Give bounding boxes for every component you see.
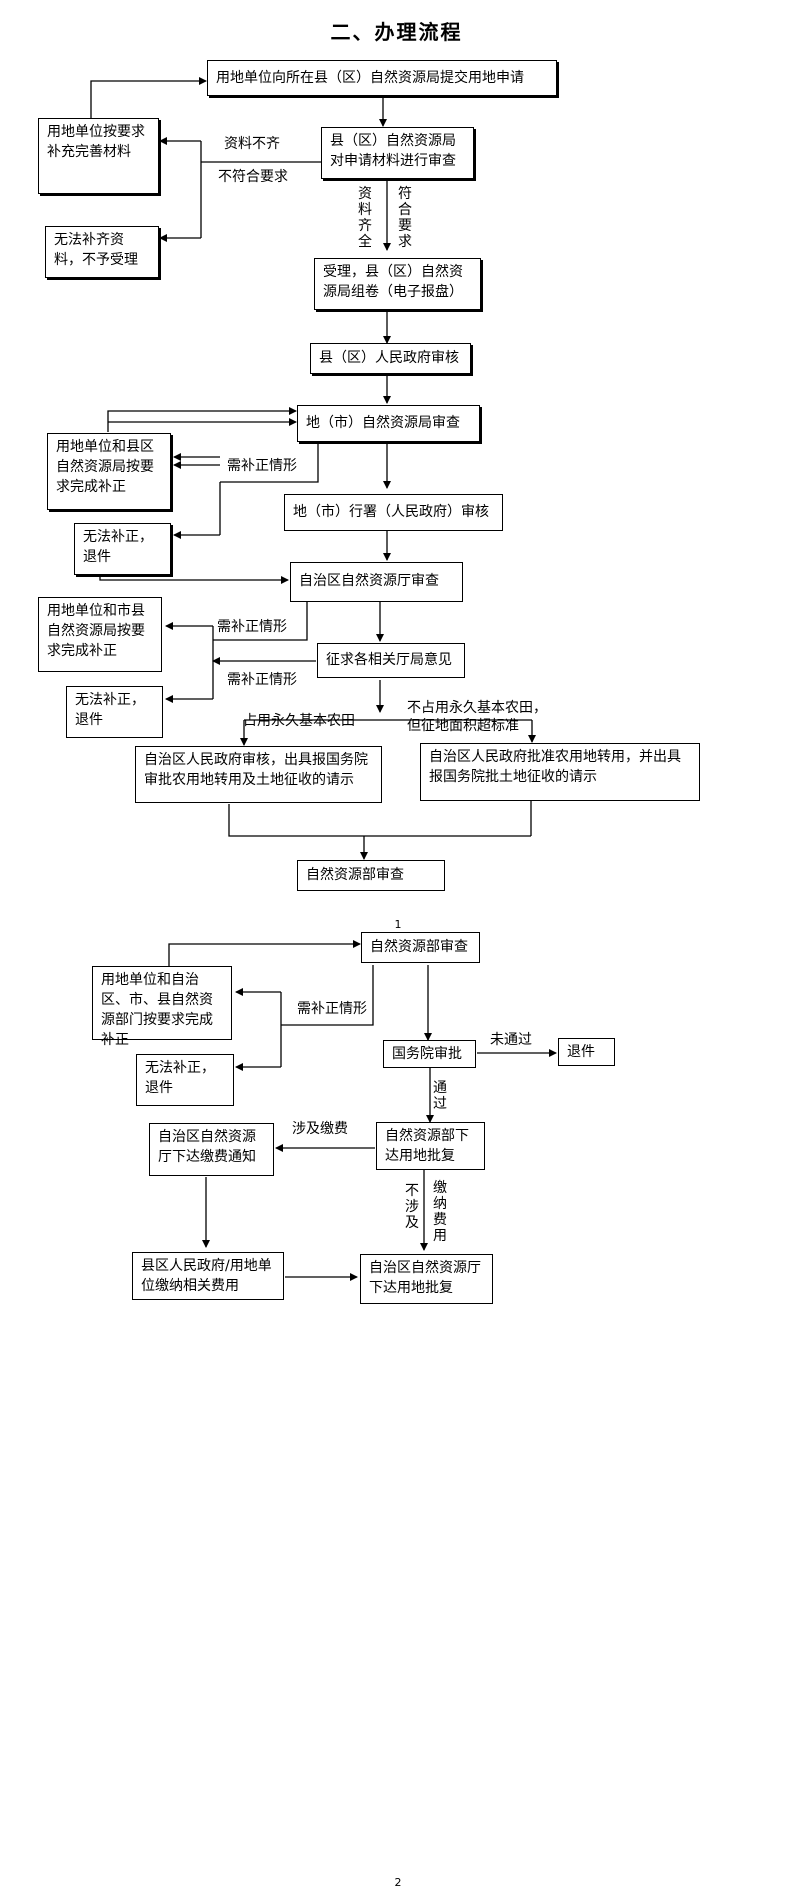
flow-step-prefecture-review: 地（市）行署（人民政府）审核 [284,494,503,531]
label-materials-complete: 资料齐全 [358,186,372,250]
label-not-approved: 未通过 [490,1032,532,1048]
flow-step-ministry-review-p2: 自然资源部审查 [361,932,480,963]
label-needs-correction-1: 需补正情形 [227,458,297,474]
flow-step-fee-notice: 自治区自然资源厅下达缴费通知 [149,1123,274,1176]
flow-step-return-1: 无法补正，退件 [74,523,171,575]
flow-step-reject-incomplete: 无法补齐资料，不予受理 [45,226,159,278]
flow-step-ministry-review-p1: 自然资源部审查 [297,860,445,891]
flow-step-all-parties-correction: 用地单位和自治区、市、县自然资源部门按要求完成补正 [92,966,232,1048]
page-title: 二、办理流程 [330,20,463,44]
label-not-involved: 不涉及 [405,1183,419,1231]
flow-step-return-2: 无法补正，退件 [66,686,163,738]
flow-step-city-review: 地（市）自然资源局审查 [297,405,480,442]
flow-step-city-county-correction: 用地单位和市县自然资源局按要求完成补正 [38,597,162,672]
flow-step-region-issue-approval: 自治区自然资源厅下达用地批复 [360,1254,493,1304]
label-occupies-basic-farmland: 占用永久基本农田 [243,713,355,729]
page-number-2: 2 [394,1876,402,1889]
label-meets-requirements: 符合要求 [398,186,412,250]
label-approved: 通过 [433,1080,447,1112]
flow-step-return-3: 无法补正，退件 [136,1054,234,1106]
flow-step-consult-departments: 征求各相关厅局意见 [317,643,465,678]
flow-step-gov-request-state-council: 自治区人民政府审核，出具报国务院审批农用地转用及土地征收的请示 [135,746,382,803]
flow-step-autonomous-region-review: 自治区自然资源厅审查 [290,562,463,602]
flow-step-submit-application: 用地单位向所在县（区）自然资源局提交用地申请 [207,60,557,96]
flow-step-accept-compile: 受理，县（区）自然资源局组卷（电子报盘） [314,258,481,310]
label-involves-fees: 涉及缴费 [292,1121,348,1137]
flow-step-pay-fees: 县区人民政府/用地单位缴纳相关费用 [132,1252,284,1300]
flow-step-county-correction: 用地单位和县区自然资源局按要求完成补正 [47,433,171,510]
label-incomplete-materials: 资料不齐 [224,136,280,152]
flow-step-gov-approve-conversion: 自治区人民政府批准农用地转用，并出具报国务院批土地征收的请示 [420,743,700,801]
page-number: 1 [394,918,402,931]
flow-step-ministry-issue-approval: 自然资源部下达用地批复 [376,1122,485,1170]
label-not-compliant: 不符合要求 [218,169,288,185]
flow-step-supplement-materials: 用地单位按要求补充完善材料 [38,118,159,194]
flow-step-county-gov-review: 县（区）人民政府审核 [310,343,471,374]
label-needs-correction-2: 需补正情形 [217,619,287,635]
flow-step-county-review: 县（区）自然资源局对申请材料进行审查 [321,127,474,179]
label-pay-fees: 缴纳费用 [433,1180,447,1244]
flow-step-return-rejected: 退件 [558,1038,615,1066]
label-not-occupy-but-exceeds: 不占用永久基本农田，但征地面积超标准 [407,700,547,734]
label-needs-correction-3: 需补正情形 [227,672,297,688]
label-needs-correction-4: 需补正情形 [297,1001,367,1017]
flow-step-state-council-approval: 国务院审批 [383,1040,476,1068]
